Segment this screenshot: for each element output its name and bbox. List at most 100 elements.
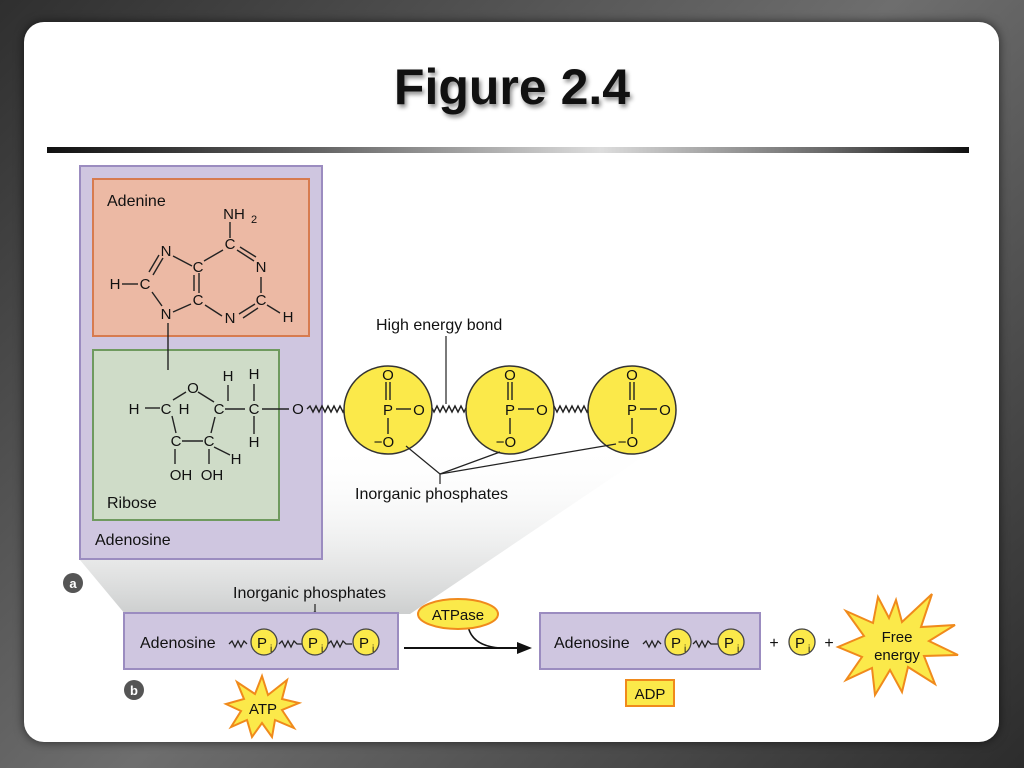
atom-ring-o: O: [187, 380, 199, 397]
phosphate-3-p: P: [627, 402, 637, 419]
phosphate-3-o-right: O: [659, 402, 671, 419]
atom-c3: C: [193, 259, 204, 276]
atp-box: [123, 612, 399, 670]
atpase-enzyme: ATPase: [417, 598, 499, 630]
badge-b: [124, 680, 144, 700]
pi-subscript: i: [737, 644, 739, 655]
badge-a: [63, 573, 83, 593]
atom-nh2-subscript: 2: [251, 214, 257, 226]
phosphate-1-o-bottom: −O: [374, 434, 394, 451]
adenosine-label: Adenosine: [95, 532, 171, 549]
atp-pi-2: P i: [301, 628, 329, 656]
atp-adenosine-label: Adenosine: [140, 635, 216, 652]
atom-c-5prime: C: [249, 401, 260, 418]
pi-label: P: [257, 635, 267, 652]
phosphate-group-2: O P O −O: [465, 365, 555, 455]
atom-h-top-2: H: [249, 366, 260, 383]
atom-h-left: H: [129, 401, 140, 418]
atom-n1: N: [161, 243, 172, 260]
atom-h-top-1: H: [223, 368, 234, 385]
atom-c4: C: [193, 292, 204, 309]
atpase-label: ATPase: [432, 607, 484, 624]
badge-a-letter: a: [69, 576, 77, 591]
atom-oh-2: OH: [201, 467, 224, 484]
atom-h-bottom: H: [231, 451, 242, 468]
atom-o-link: O: [292, 401, 304, 418]
pi-label: P: [724, 635, 734, 652]
free-energy-burst: Free energy: [835, 593, 959, 699]
inorganic-phosphates-label-b: Inorganic phosphates: [233, 585, 386, 602]
atom-c-2prime: C: [171, 433, 182, 450]
plus-sign-2: +: [824, 635, 833, 652]
atom-n4: N: [225, 310, 236, 327]
atom-h-right: H: [249, 434, 260, 451]
phosphate-3-o-bottom: −O: [618, 434, 638, 451]
adenine-box: [92, 178, 310, 337]
free-energy-line1: Free: [882, 629, 913, 646]
phosphate-1-o-right: O: [413, 402, 425, 419]
atp-pi-3: P i: [352, 628, 380, 656]
phosphate-group-3: O P O −O: [587, 365, 677, 455]
phosphate-2-p: P: [505, 402, 515, 419]
atom-h2: H: [283, 309, 294, 326]
pi-label: P: [795, 635, 805, 652]
inorganic-phosphates-leaders: [405, 443, 617, 484]
pi-label: P: [671, 635, 681, 652]
free-pi: P i: [788, 628, 816, 656]
pi-subscript: i: [321, 644, 323, 655]
phosphate-2-o-bottom: −O: [496, 434, 516, 451]
phosphate-1-o-top: O: [382, 367, 394, 384]
atom-n2: N: [256, 259, 267, 276]
atp-pi-1: P i: [250, 628, 278, 656]
phosphate-1-p: P: [383, 402, 393, 419]
pi-label: P: [359, 635, 369, 652]
adp-tag: [625, 679, 675, 707]
adenine-bonds: [122, 222, 281, 370]
zoom-funnel: [80, 444, 662, 614]
page-title: Figure 2.4: [393, 59, 631, 115]
phosphate-group-1: O P O −O: [343, 365, 433, 455]
ribose-label: Ribose: [107, 495, 157, 512]
adp-pi-1: P i: [664, 628, 692, 656]
atom-c-3prime: C: [204, 433, 215, 450]
atp-burst: ATP: [223, 672, 303, 740]
adp-label: ADP: [635, 686, 666, 703]
phosphate-3-o-top: O: [626, 367, 638, 384]
adp-adenosine-label: Adenosine: [554, 635, 630, 652]
title-divider: [47, 147, 969, 153]
atom-c5: C: [256, 292, 267, 309]
high-energy-bond-label: High energy bond: [376, 317, 502, 334]
atom-oh-1: OH: [170, 467, 193, 484]
pi-subscript: i: [684, 644, 686, 655]
adp-pi-2: P i: [717, 628, 745, 656]
adenine-atoms: NH 2 N C N H C C N C N C H: [110, 206, 294, 327]
free-energy-line2: energy: [874, 647, 920, 664]
atom-n3: N: [161, 306, 172, 323]
ribose-atoms: O H C H H H C C C C H H OH OH O: [129, 366, 304, 484]
badge-b-letter: b: [130, 683, 138, 698]
phosphate-2-o-top: O: [504, 367, 516, 384]
pi-subscript: i: [372, 644, 374, 655]
atp-squiggles: [228, 639, 352, 649]
atpase-curve: [467, 625, 501, 649]
adenine-label: Adenine: [107, 193, 166, 210]
phosphate-2-o-right: O: [536, 402, 548, 419]
ribose-bonds: [145, 384, 289, 464]
atom-nh2: NH: [223, 206, 245, 223]
atom-c1: C: [225, 236, 236, 253]
pi-subscript: i: [808, 644, 810, 655]
pi-subscript: i: [270, 644, 272, 655]
adp-squiggles: [642, 639, 718, 649]
atom-c-4prime: C: [214, 401, 225, 418]
ribose-box: [92, 349, 280, 521]
inorganic-phosphates-label-a: Inorganic phosphates: [355, 486, 508, 503]
atom-h-inner: H: [179, 401, 190, 418]
atom-c2: C: [140, 276, 151, 293]
pi-label: P: [308, 635, 318, 652]
plus-sign-1: +: [769, 635, 778, 652]
atom-h1: H: [110, 276, 121, 293]
atom-c-1prime: C: [161, 401, 172, 418]
reaction-arrowhead: [517, 642, 532, 654]
atp-label: ATP: [249, 701, 277, 718]
